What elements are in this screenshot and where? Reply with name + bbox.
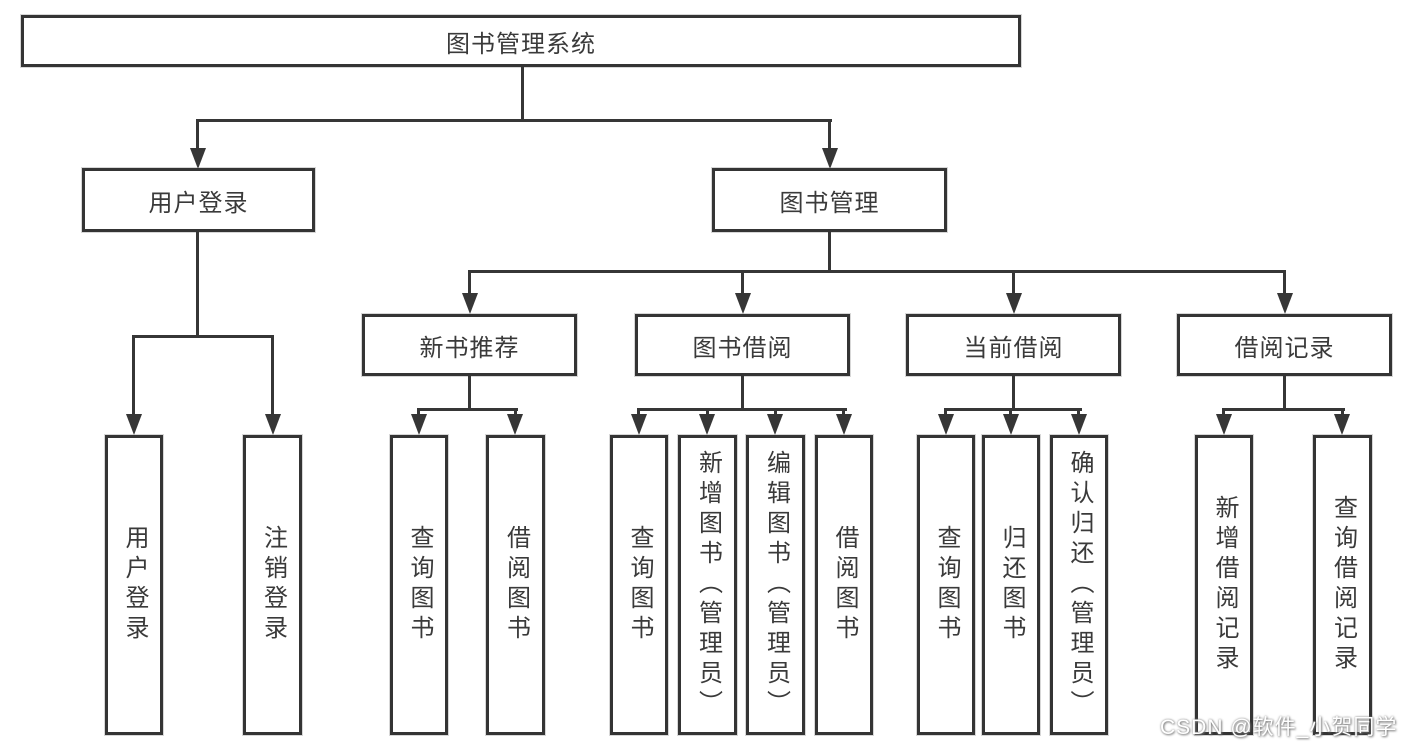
connector-line [196,119,832,122]
arrow-down [836,414,852,435]
node-user-login: 用户登录 [82,168,315,232]
arrow-down [126,414,142,435]
arrow-down [735,293,751,314]
node-book-management: 图书管理 [712,168,947,232]
connector-line [706,408,709,418]
connector-line [741,376,744,411]
arrow-down [507,414,523,435]
connector-line [196,119,199,150]
node-library-system: 图书管理系统 [21,15,1021,67]
node-new-book-recommend: 新书推荐 [362,314,577,376]
leaf-current-return-books: 归还图书 [982,435,1040,735]
arrow-down [631,414,647,435]
connector-line [132,335,135,416]
connector-line [842,408,845,418]
leaf-current-confirm-return-admin: 确认归还（管理员） [1050,435,1108,735]
leaf-borrow-edit-books-admin: 编辑图书（管理员） [746,435,805,735]
arrow-down [265,414,281,435]
connector-line [417,408,518,411]
leaf-label: 查询图书 [933,525,960,645]
arrow-down [767,414,783,435]
connector-line [637,408,640,418]
arrow-down [1006,293,1022,314]
leaf-label: 注销登录 [259,525,287,645]
leaf-label: 新增借阅记录 [1211,495,1238,675]
node-book-borrow: 图书借阅 [635,314,850,376]
connector-line [637,408,847,411]
connector-line [1222,408,1225,418]
leaf-current-query-books: 查询图书 [917,435,975,735]
arrow-down [1334,414,1350,435]
leaf-records-query-borrow-record: 查询借阅记录 [1313,435,1372,735]
arrow-down [1277,293,1293,314]
leaf-label: 借阅图书 [502,525,530,645]
arrow-down [462,293,478,314]
leaf-borrow-add-books-admin: 新增图书（管理员） [678,435,737,735]
connector-line [774,408,777,418]
connector-line [196,232,199,338]
connector-line [468,376,471,411]
connector-line [1012,376,1015,411]
leaf-label: 确认归还（管理员） [1066,450,1093,720]
arrow-down [1003,414,1019,435]
connector-line [468,270,471,295]
connector-line [1283,270,1286,295]
leaf-user-login: 用户登录 [105,435,163,735]
leaf-borrow-borrow-books: 借阅图书 [815,435,873,735]
connector-line [132,335,274,338]
arrow-down [1216,414,1232,435]
leaf-borrow-query-books: 查询图书 [610,435,668,735]
arrow-down [938,414,954,435]
arrow-down [190,148,206,169]
connector-line [1341,408,1344,418]
connector-line [1009,408,1012,418]
leaf-label: 编辑图书（管理员） [762,450,790,720]
leaf-label: 新增图书（管理员） [694,450,722,720]
leaf-label: 用户登录 [121,525,148,645]
leaf-label: 归还图书 [998,525,1025,645]
connector-line [514,408,517,418]
connector-line [741,270,744,295]
arrow-down [1071,414,1087,435]
connector-line [1012,270,1015,295]
leaf-label: 查询图书 [626,525,653,645]
connector-line [1077,408,1080,418]
leaf-records-add-borrow-record: 新增借阅记录 [1195,435,1253,735]
connector-line [468,270,1286,273]
connector-line [944,408,947,418]
connector-line [271,335,274,416]
arrow-down [699,414,715,435]
leaf-recommend-query-books: 查询图书 [390,435,448,735]
leaf-label: 查询图书 [406,525,433,645]
arrow-down [411,414,427,435]
leaf-label: 借阅图书 [831,525,858,645]
connector-line [828,119,831,150]
node-borrow-records: 借阅记录 [1177,314,1392,376]
connector-line [828,232,831,273]
connector-line [521,67,524,120]
connector-line [944,408,1082,411]
connector-line [1283,376,1286,411]
leaf-logout-login: 注销登录 [243,435,302,735]
leaf-label: 查询借阅记录 [1329,495,1357,675]
connector-line [417,408,420,418]
leaf-recommend-borrow-books: 借阅图书 [486,435,545,735]
arrow-down [822,148,838,169]
csdn-watermark: CSDN @软件_小贺同学 [1160,716,1398,739]
node-current-borrow: 当前借阅 [906,314,1121,376]
connector-line [1222,408,1345,411]
